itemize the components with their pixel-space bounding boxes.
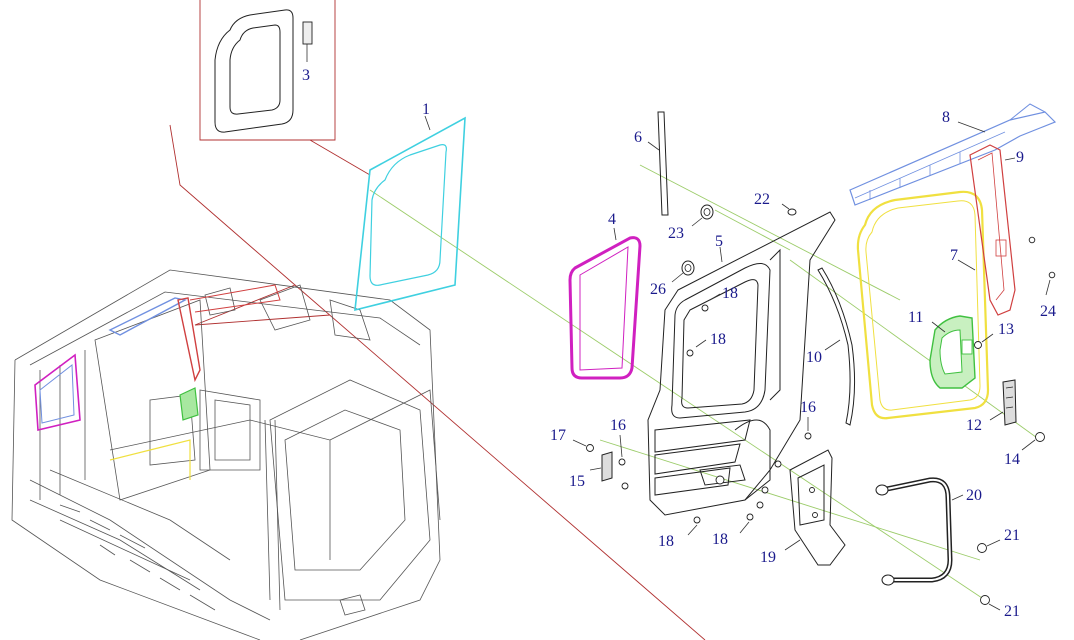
callout-16b: 16 (800, 399, 816, 416)
part-19-bracket-plate (784, 449, 846, 566)
screw-16-icon (756, 501, 764, 509)
cab-highlighted-parts (34, 284, 281, 480)
part-26-grommet-icon (681, 260, 695, 276)
part-1-window-glass (354, 115, 466, 312)
screw-16-icon (774, 460, 782, 468)
callout-20: 20 (966, 487, 982, 504)
callout-21a: 21 (1004, 527, 1020, 544)
assembly-lines (369, 164, 1041, 601)
screw-18-icon (746, 513, 754, 521)
nut-14-icon (1035, 432, 1045, 442)
callout-11: 11 (908, 309, 923, 326)
callout-24: 24 (1040, 303, 1056, 320)
grommets (671, 203, 797, 283)
callout-17: 17 (550, 427, 566, 444)
bolt-21-icon (980, 595, 990, 605)
callout-18a: 18 (722, 285, 738, 302)
callout-18b: 18 (710, 331, 726, 348)
callout-9: 9 (1016, 149, 1024, 166)
callout-13: 13 (998, 321, 1014, 338)
window-latch-icon (302, 21, 313, 45)
part-8-roof-rail (849, 103, 1057, 206)
part-7-door-opening-seal (856, 190, 990, 420)
screw-18-icon (686, 349, 694, 357)
callout-21b: 21 (1004, 603, 1020, 620)
cab-body-illustration (11, 269, 441, 640)
callout-7: 7 (950, 247, 958, 264)
screw-24-icon (1048, 271, 1056, 279)
part-11-grab-handle (929, 315, 976, 389)
part-9-pillar-trim (969, 144, 1016, 316)
callout-5: 5 (715, 233, 723, 250)
part-4-window-seal (568, 227, 642, 380)
screw-18-icon (701, 304, 709, 312)
callout-16a: 16 (610, 417, 626, 434)
screw-16-icon (761, 486, 769, 494)
callout-18c: 18 (658, 533, 674, 550)
part-20-grab-bar (875, 477, 964, 586)
callout-26: 26 (650, 281, 666, 298)
callout-23: 23 (668, 225, 684, 242)
callout-12: 12 (966, 417, 982, 434)
callout-1: 1 (422, 101, 430, 118)
fasteners (572, 236, 1056, 611)
callout-10: 10 (806, 349, 822, 366)
screw-17-icon (586, 444, 594, 452)
part-12-bracket (989, 379, 1017, 426)
callout-22: 22 (754, 191, 770, 208)
callout-19: 19 (760, 549, 776, 566)
screw-18-icon (693, 516, 701, 524)
part-10-seal-strip (817, 267, 856, 426)
part-23-grommet-icon (700, 204, 714, 220)
screw-13-icon (974, 341, 982, 349)
inset-window-detail (214, 9, 313, 133)
part-22-plug-icon (787, 208, 797, 216)
callout-labels: 1 3 4 5 6 7 8 9 10 11 12 13 14 15 16 16 … (302, 67, 1056, 620)
bolt-21-icon (977, 543, 987, 553)
callout-14: 14 (1004, 451, 1020, 468)
callout-15: 15 (569, 473, 585, 490)
screw-16-icon (804, 432, 812, 440)
callout-4: 4 (608, 211, 616, 228)
screw-16-icon (618, 458, 626, 466)
screw-16-icon (621, 482, 629, 490)
screw-24-icon (1028, 236, 1036, 244)
part-5-inner-side-panel (647, 211, 836, 516)
part-15-bracket (589, 451, 613, 482)
callout-18d: 18 (712, 531, 728, 548)
callout-8: 8 (942, 109, 950, 126)
part-6-glass-run-strip (647, 111, 669, 216)
callout-3: 3 (302, 67, 310, 84)
reference-lines (169, 0, 706, 640)
callout-6: 6 (634, 129, 642, 146)
